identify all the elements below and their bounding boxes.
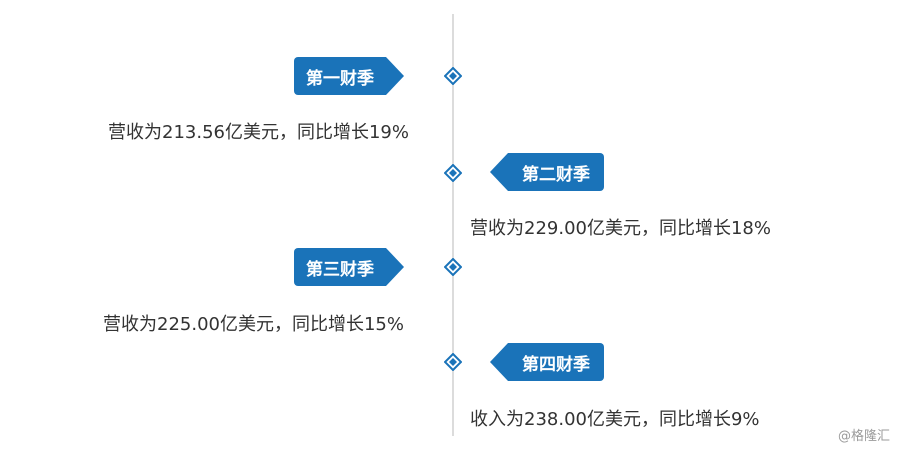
quarter-3-description: 营收为225.00亿美元，同比增长15% [103,314,404,335]
timeline-node-2 [444,164,462,182]
quarter-3-label: 第三财季 [294,248,386,286]
timeline-axis [452,14,454,436]
quarter-4-label: 第四财季 [508,343,604,381]
tag-pointer [386,57,404,95]
timeline-node-4 [444,353,462,371]
tag-pointer [490,153,508,191]
quarter-2-tag: 第二财季 [490,153,604,191]
tag-pointer [490,343,508,381]
quarter-2-description: 营收为229.00亿美元，同比增长18% [470,218,771,239]
diamond-icon [444,258,462,276]
quarter-2-label: 第二财季 [508,153,604,191]
diamond-icon [444,353,462,371]
watermark: @格隆汇 [837,429,890,444]
tag-pointer [386,248,404,286]
quarter-1-description: 营收为213.56亿美元，同比增长19% [108,122,409,143]
timeline-node-1 [444,67,462,85]
quarter-3-tag: 第三财季 [294,248,404,286]
quarter-4-tag: 第四财季 [490,343,604,381]
quarter-1-tag: 第一财季 [294,57,404,95]
diamond-icon [444,67,462,85]
quarter-4-description: 收入为238.00亿美元，同比增长9% [470,409,760,430]
diamond-icon [444,164,462,182]
quarter-1-label: 第一财季 [294,57,386,95]
timeline-node-3 [444,258,462,276]
